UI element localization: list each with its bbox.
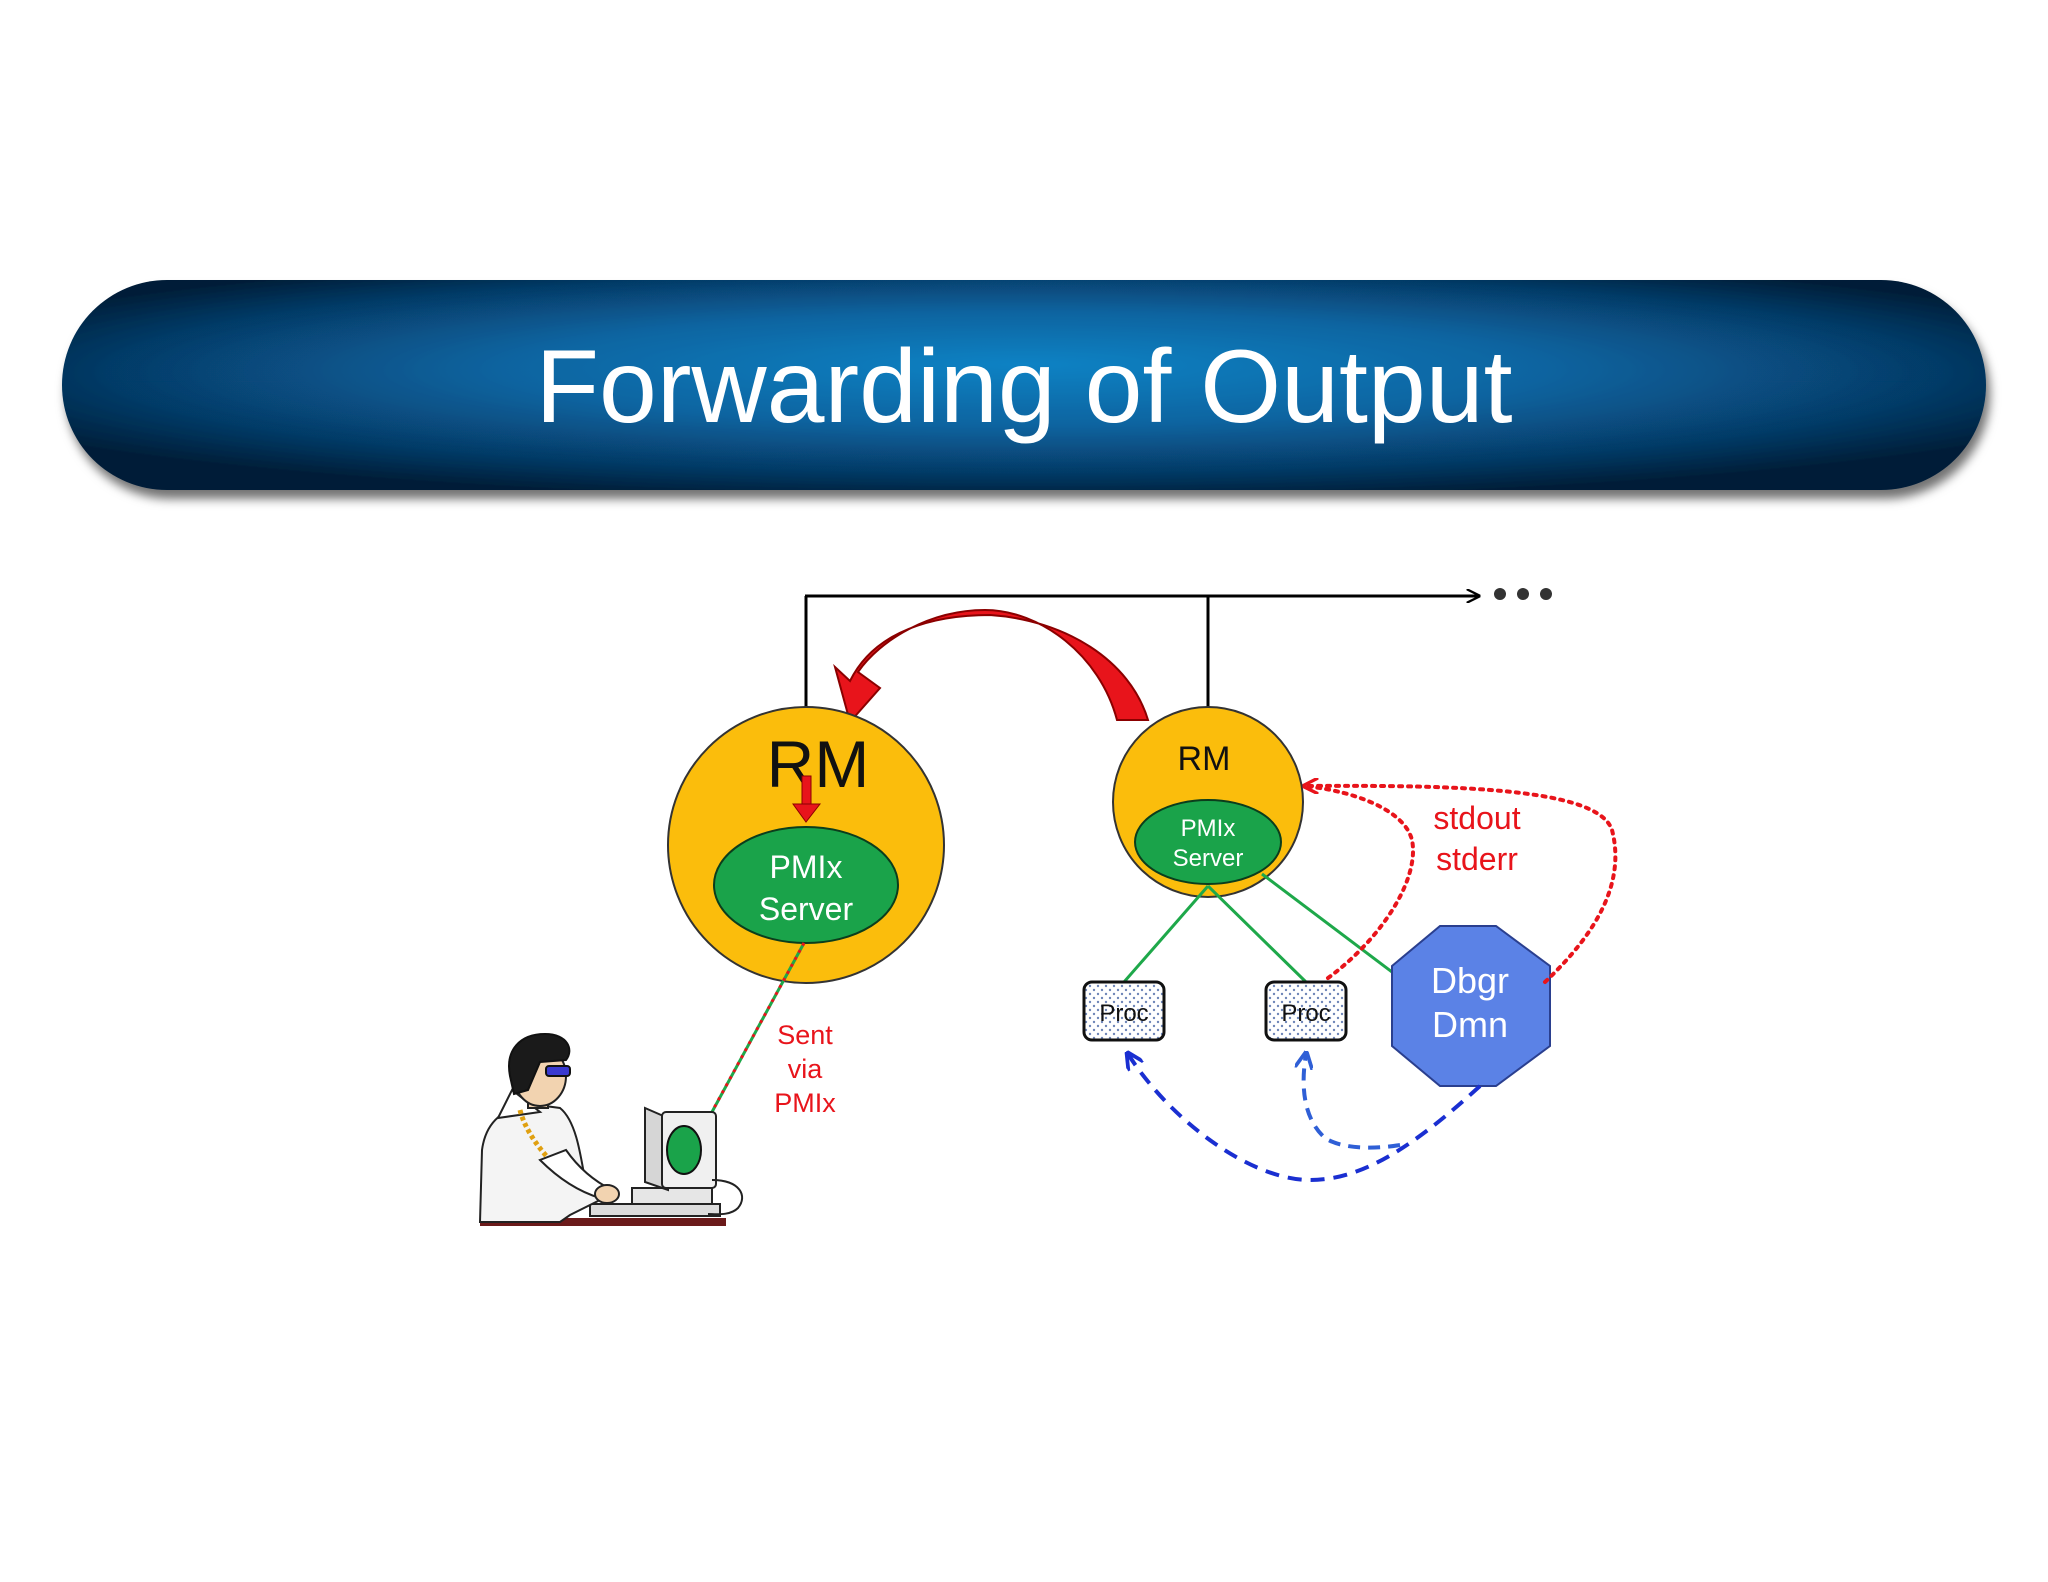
rm-label-right: RM xyxy=(1178,740,1231,778)
pmix-server-right xyxy=(1134,799,1282,885)
pmix-server-left-line1: PMIx xyxy=(770,849,843,885)
sent-via-line2: via xyxy=(788,1054,823,1084)
debugger-line2: Dmn xyxy=(1432,1004,1508,1045)
proc-box-2: Proc xyxy=(1264,980,1348,1042)
user-at-computer-illustration xyxy=(478,1032,744,1226)
monitor-screen xyxy=(666,1125,702,1175)
sent-via-line1: Sent xyxy=(777,1020,833,1050)
output-stream-paths: stdout stderr xyxy=(1305,786,1618,984)
debugger-attach-paths xyxy=(1128,1054,1482,1183)
sent-via-pmix-path: Sent via PMIx xyxy=(698,942,836,1134)
debugger-line1: Dbgr xyxy=(1431,960,1509,1001)
proc-box-1: Proc xyxy=(1082,980,1166,1042)
sent-via-line3: PMIx xyxy=(774,1088,836,1118)
pmix-server-right-line1: PMIx xyxy=(1181,815,1236,842)
rm-node-left: RM PMIx Server xyxy=(667,706,945,984)
rm-label-left: RM xyxy=(767,727,870,801)
rm-node-right: RM PMIx Server xyxy=(1112,706,1304,898)
continuation-dots xyxy=(1494,588,1552,600)
debugger-daemon: Dbgr Dmn xyxy=(1391,925,1551,1087)
stderr-label: stderr xyxy=(1436,841,1518,877)
proc-label-1: Proc xyxy=(1099,1000,1148,1027)
bus-lines xyxy=(804,588,1552,710)
slide-title: Forwarding of Output xyxy=(536,329,1513,445)
pmix-server-left xyxy=(713,826,899,944)
forwarding-curved-arrow xyxy=(833,608,1150,725)
rm-to-server-arrow xyxy=(792,775,822,823)
pmix-server-left-line2: Server xyxy=(759,891,854,927)
title-banner: Forwarding of Output xyxy=(62,280,1986,490)
stdout-label: stdout xyxy=(1433,800,1520,836)
pmix-server-right-line2: Server xyxy=(1173,845,1244,872)
proc-label-2: Proc xyxy=(1281,1000,1330,1027)
server-proc-links xyxy=(1122,872,1401,984)
